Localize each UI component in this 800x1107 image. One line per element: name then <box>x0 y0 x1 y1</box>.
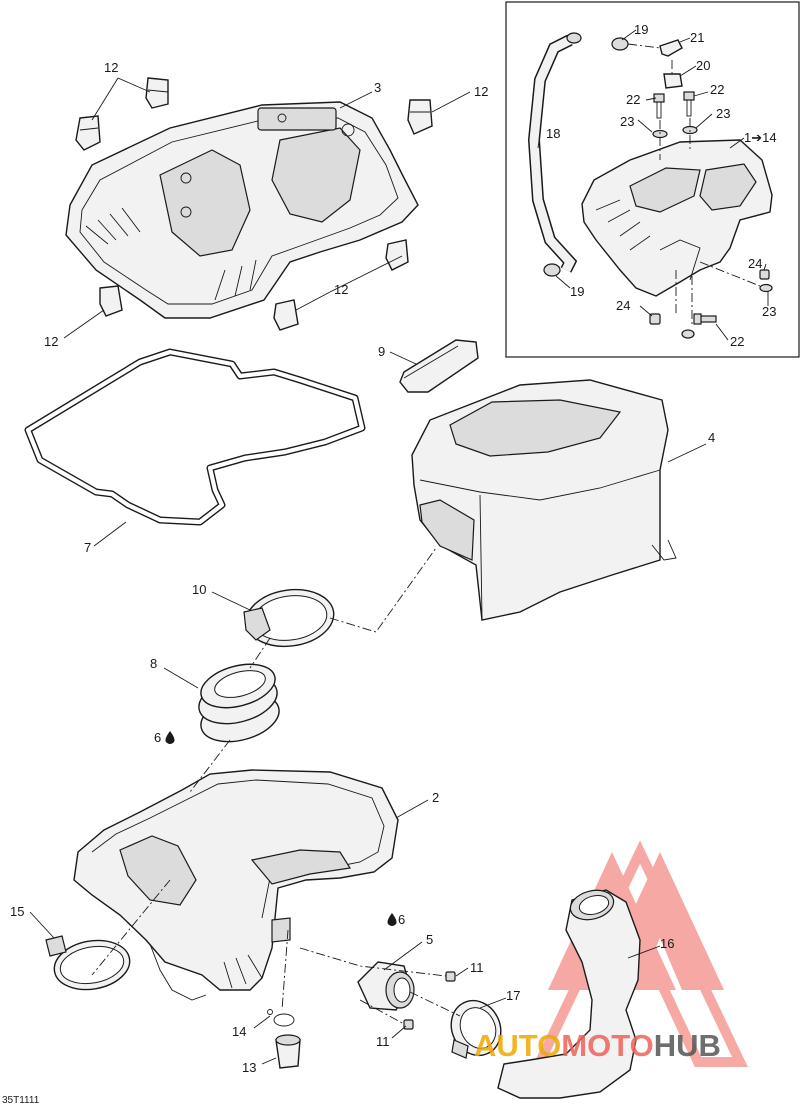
lower-air-box-2 <box>73 769 399 1001</box>
alignment-line-h <box>409 991 461 1017</box>
callout-2: 2 <box>432 790 439 805</box>
callout-5: 5 <box>426 932 433 947</box>
callout-17: 17 <box>506 988 520 1003</box>
foam-pad-9 <box>399 339 479 393</box>
intake-boot-8 <box>198 663 280 743</box>
inset-washer-23-d <box>681 329 695 339</box>
clip-12-f <box>273 299 299 331</box>
screw-11-a <box>445 971 456 982</box>
callout-6-b: 6 <box>398 912 405 927</box>
drop-icon-a <box>165 731 175 744</box>
inset-washer-23-c <box>759 283 773 293</box>
callout-24-a: 24 <box>748 256 762 271</box>
inset-hose-18 <box>527 32 582 273</box>
inset-air-box-assembly <box>581 139 773 297</box>
inset-bolt-22-b <box>683 91 695 117</box>
inset-frame <box>505 1 800 358</box>
callout-22-c: 22 <box>730 334 744 349</box>
alignment-line-e <box>281 929 289 1011</box>
callout-6-a: 6 <box>154 730 161 745</box>
callout-23-b: 23 <box>716 106 730 121</box>
clip-12-d <box>385 239 409 271</box>
alignment-line-a <box>329 547 437 633</box>
watermark-text: AUTOMOTOHUB <box>474 1028 721 1063</box>
callout-19-b: 19 <box>570 284 584 299</box>
callout-1-14: 1➔14 <box>744 130 777 145</box>
callout-20: 20 <box>696 58 710 73</box>
callouts: 12 12 12 12 3 7 9 4 10 8 6 2 15 6 5 11 1… <box>10 22 777 1075</box>
callout-22-a: 22 <box>626 92 640 107</box>
callout-22-b: 22 <box>710 82 724 97</box>
watermark-moto: MOTO <box>561 1028 653 1063</box>
inset-nut-24-b <box>649 313 661 325</box>
duct-hose-16 <box>497 889 641 1099</box>
callout-24-b: 24 <box>616 298 630 313</box>
callout-10: 10 <box>192 582 206 597</box>
callout-14: 14 <box>232 1024 246 1039</box>
callout-23-c: 23 <box>762 304 776 319</box>
clamp-15 <box>45 935 131 991</box>
callout-12-d: 12 <box>44 334 58 349</box>
upper-air-box-cover <box>65 101 419 319</box>
callout-23-a: 23 <box>620 114 634 129</box>
clip-12-e <box>99 285 123 317</box>
callout-8: 8 <box>150 656 157 671</box>
callout-21: 21 <box>690 30 704 45</box>
clip-12-c <box>407 99 433 135</box>
inset-alignment-5 <box>699 261 761 287</box>
inset-nut-24-a <box>759 269 770 280</box>
clamp-10 <box>243 588 335 648</box>
inset-clamp-19-b <box>543 263 561 277</box>
callout-4: 4 <box>708 430 715 445</box>
callout-3: 3 <box>374 80 381 95</box>
outlet-flange-5 <box>357 961 415 1011</box>
callout-12-c: 12 <box>334 282 348 297</box>
leader-lines <box>29 29 769 1065</box>
alignment-line-b <box>249 637 271 669</box>
callout-13: 13 <box>242 1060 256 1075</box>
alignment-line-c <box>189 739 231 793</box>
inset-clamp-19-a <box>611 37 629 51</box>
inset-alignment-1 <box>627 43 661 49</box>
inset-fitting-21 <box>659 39 683 57</box>
callout-15: 15 <box>10 904 24 919</box>
screw-11-b <box>403 1019 414 1030</box>
alignment-line-f <box>299 947 447 977</box>
callout-11-b: 11 <box>376 1034 390 1049</box>
callout-19-a: 19 <box>634 22 648 37</box>
clip-12-a <box>75 115 101 151</box>
gasket-7 <box>24 348 366 526</box>
callout-11-a: 11 <box>470 960 484 975</box>
diagram-code: 35T1111 <box>2 1095 40 1106</box>
drop-icon-b <box>387 913 397 926</box>
inset-bolt-22-c <box>693 313 717 325</box>
callout-18: 18 <box>546 126 560 141</box>
watermark-auto: AUTO <box>474 1028 561 1063</box>
callout-16: 16 <box>660 936 674 951</box>
callout-7: 7 <box>84 540 91 555</box>
clip-14 <box>267 1009 295 1027</box>
alignment-line-d <box>91 879 171 976</box>
watermark-hub: HUB <box>654 1028 721 1063</box>
alignment-line-g <box>359 999 405 1025</box>
clamp-17 <box>450 999 502 1059</box>
air-filter-housing-4 <box>411 379 677 621</box>
drain-cap-13 <box>275 1034 301 1069</box>
callout-12-a: 12 <box>104 60 118 75</box>
inset-grommet-20 <box>663 73 683 89</box>
callout-12-b: 12 <box>474 84 488 99</box>
inset-bolt-22-a <box>653 93 665 119</box>
callout-9: 9 <box>378 344 385 359</box>
clip-12-b <box>145 77 169 109</box>
